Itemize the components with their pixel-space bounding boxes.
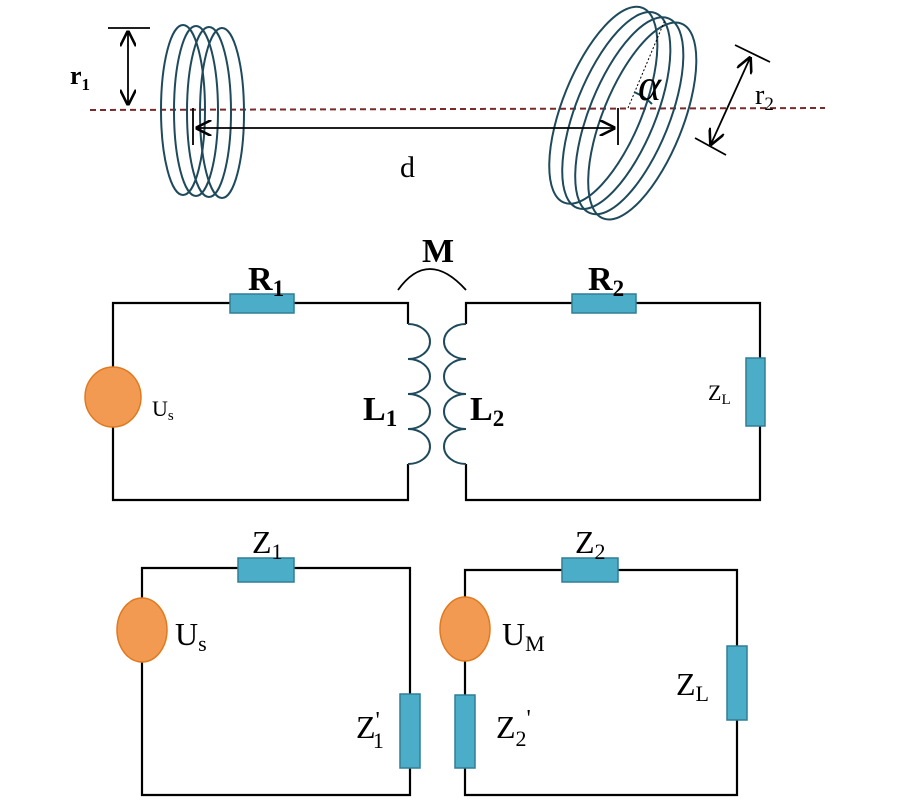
r2-arrow xyxy=(711,58,750,144)
mutual-inductance-label: M xyxy=(422,233,454,270)
equiv-voltage-source-us-label: Us xyxy=(175,616,207,656)
reflected-impedance-z1p xyxy=(399,693,421,769)
impedance-z2 xyxy=(561,557,619,583)
coil-geometry: r1 d α r2 xyxy=(70,5,826,221)
inductor-l2 xyxy=(443,323,467,465)
resistor-r1-label: R1 xyxy=(248,261,284,301)
d-label: d xyxy=(400,151,415,184)
voltage-source-us-label: Us xyxy=(152,396,174,424)
impedance-z1 xyxy=(237,557,295,583)
alpha-arc xyxy=(633,91,653,105)
load-impedance-zl xyxy=(745,357,766,427)
reflected-impedance-z2p xyxy=(454,694,476,769)
alpha-label: α xyxy=(638,61,662,110)
voltage-source-us xyxy=(84,366,142,428)
primary-loop-wire xyxy=(111,301,410,502)
impedance-z1-label: Z1 xyxy=(252,524,283,564)
equiv-voltage-source-um-label: UM xyxy=(502,616,545,656)
inductor-l1-label: L1 xyxy=(363,391,397,431)
r1-label: r1 xyxy=(70,61,90,94)
reflected-impedance-z2p-label: Z2' xyxy=(496,706,531,751)
equiv-load-impedance-zl-label: ZL xyxy=(676,666,709,706)
coupled-circuit: M R1 R2 L1 L2 Us ZL xyxy=(84,233,766,502)
impedance-z2-label: Z2 xyxy=(575,524,606,564)
inductor-l2-label: L2 xyxy=(470,391,504,431)
r2-top-tick xyxy=(734,44,771,63)
equivalent-circuit: Z1 Z2 Us UM Z'1 Z2' ZL xyxy=(116,524,748,797)
coil-axis-line xyxy=(89,107,826,111)
r2-bottom-tick xyxy=(694,137,727,156)
reflected-impedance-z1p-label: Z'1 xyxy=(356,708,384,753)
secondary-coil xyxy=(548,5,698,221)
secondary-loop-wire xyxy=(464,301,762,502)
mutual-inductance-arc xyxy=(397,268,467,291)
resistor-r2-label: R2 xyxy=(588,261,624,301)
resistor-r1 xyxy=(229,293,295,314)
r2-label: r2 xyxy=(755,80,774,115)
load-impedance-zl-label: ZL xyxy=(708,380,731,408)
primary-coil xyxy=(160,24,245,199)
inductor-l1 xyxy=(407,323,431,465)
equiv-load-impedance-zl xyxy=(726,645,748,721)
equiv-primary-loop-wire xyxy=(140,566,412,797)
equiv-voltage-source-um xyxy=(439,596,491,662)
equiv-secondary-loop-wire xyxy=(463,568,739,797)
resistor-r2 xyxy=(571,293,637,314)
equiv-voltage-source-us xyxy=(116,597,168,663)
